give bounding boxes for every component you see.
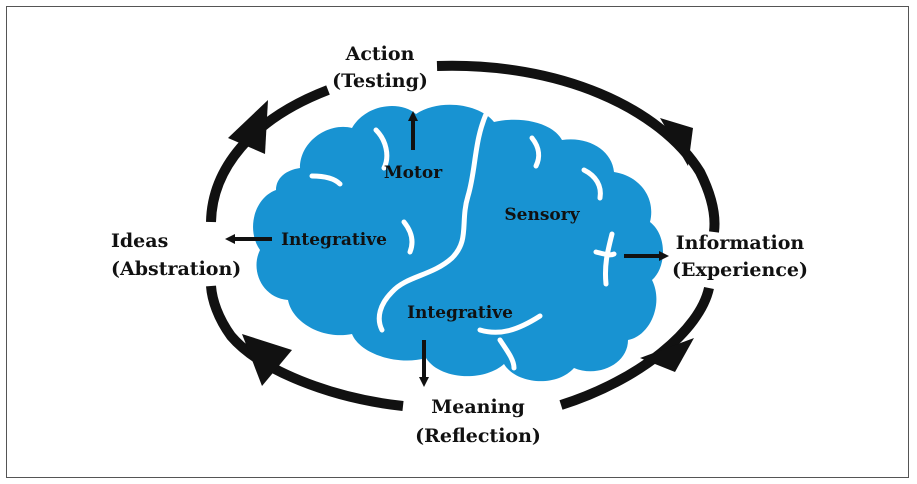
fold-1 (373, 127, 390, 171)
arrowhead-top-right (660, 118, 693, 166)
fold-3 (529, 135, 542, 169)
fold-5 (603, 231, 615, 287)
arrowhead-top-left (228, 100, 268, 154)
action-title: Action (345, 43, 415, 65)
information-label: Information (Experience) (672, 232, 808, 281)
brain-shape (253, 104, 663, 382)
fold-6 (593, 249, 617, 258)
diagram-frame (6, 6, 909, 478)
integrative-back-label: Integrative (407, 303, 513, 323)
fold-7 (477, 313, 543, 335)
cycle-arrowheads (228, 100, 694, 386)
action-label: Action (Testing) (332, 43, 428, 92)
fold-2 (309, 173, 343, 187)
sensory-label: Sensory (504, 205, 580, 225)
meaning-label: Meaning (Reflection) (415, 396, 541, 447)
meaning-title: Meaning (431, 396, 525, 418)
information-subtitle: (Experience) (672, 259, 808, 281)
ideas-subtitle: (Abstration) (111, 258, 241, 280)
arc-action-to-information (436, 60, 720, 233)
fold-8 (497, 337, 517, 371)
cycle-arrows (206, 60, 720, 411)
fold-4 (581, 167, 603, 201)
ideas-title: Ideas (111, 230, 168, 252)
fold-9 (401, 219, 415, 255)
arc-ideas-to-action (206, 85, 330, 223)
arrowhead-bottom-right (640, 338, 694, 372)
meaning-subtitle: (Reflection) (415, 425, 541, 447)
central-sulcus (376, 109, 490, 333)
connector-arrows (225, 111, 669, 387)
information-title: Information (676, 232, 805, 254)
integrative-front-label: Integrative (281, 230, 387, 250)
ideas-label: Ideas (Abstration) (111, 230, 241, 280)
arrowhead-bottom-left (242, 334, 292, 386)
arc-meaning-to-ideas (206, 285, 404, 411)
action-subtitle: (Testing) (332, 70, 428, 92)
brain-folds (309, 109, 617, 371)
motor-label: Motor (384, 163, 443, 183)
